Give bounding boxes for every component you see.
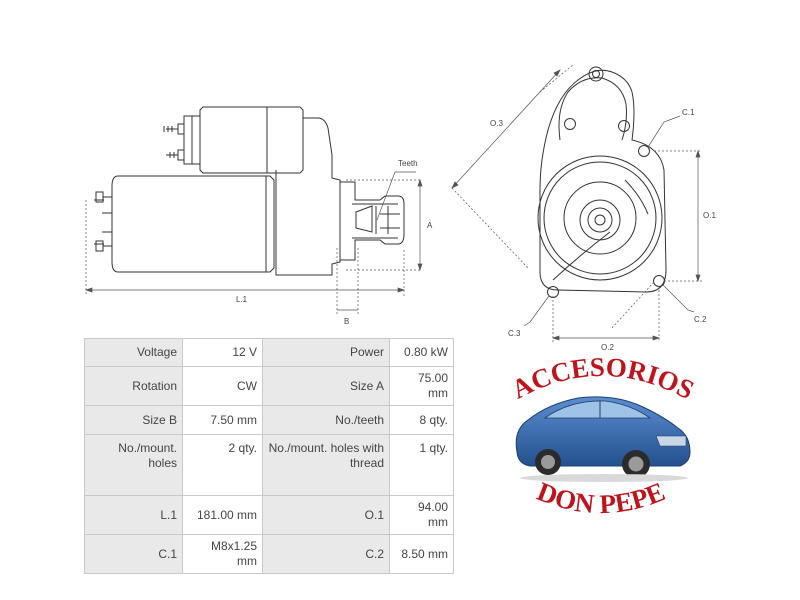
motor-body [111,175,275,273]
motor-outline [537,155,663,281]
pinion-gear [352,203,398,239]
spec-label: C.2 [262,534,390,574]
table-row: Rotation CW Size A 75.00 mm [84,366,454,406]
dim-o2-label: O.2 [601,343,614,352]
side-view [94,106,405,276]
spec-label: No./mount. holes with thread [262,434,390,496]
table-row: No./mount. holes 2 qty. No./mount. holes… [84,434,454,496]
spec-label: No./mount. holes [84,434,183,496]
front-view-dimensions [451,63,702,342]
spec-label: Power [262,338,390,367]
spec-value: 181.00 mm [182,495,263,535]
spec-value: 8 qty. [389,405,454,435]
spec-value: 94.00 mm [389,495,454,535]
table-row: C.1 M8x1.25 mm C.2 8.50 mm [84,534,454,574]
pinion-housing [340,181,405,261]
front-view [537,66,667,298]
logo: ACCESORIOS DON PEPE [507,352,699,519]
spec-value: 75.00 mm [389,366,454,406]
size-a-label: A [427,221,433,230]
spec-value: M8x1.25 mm [182,534,263,574]
mount-hole-c1 [638,145,650,157]
mount-hole-c3 [547,286,559,298]
spec-value: 7.50 mm [182,405,263,435]
spec-label: Size B [84,405,183,435]
spec-label: O.1 [262,495,390,535]
spec-value: 2 qty. [182,434,263,496]
spec-label: L.1 [84,495,183,535]
dim-c3-label: C.3 [508,329,521,338]
dim-o1-label: O.1 [703,211,716,220]
mount-hole-c2 [653,275,665,287]
solenoid-body [199,106,304,174]
table-row: Size B 7.50 mm No./teeth 8 qty. [84,405,454,435]
spec-label: Voltage [84,338,183,367]
spec-value: 8.50 mm [389,534,454,574]
spec-value: CW [182,366,263,406]
teeth-label: Teeth [398,159,418,168]
dim-c1-label: C.1 [682,108,695,117]
solenoid-cap [183,115,193,165]
drive-housing [275,117,341,276]
spec-label: No./teeth [262,405,390,435]
top-mount-hole [588,66,604,82]
length-l1-label: L.1 [236,295,248,304]
table-row: Voltage 12 V Power 0.80 kW [84,338,454,367]
spec-table: Voltage 12 V Power 0.80 kW Rotation CW S… [84,338,454,574]
size-b-label: B [344,317,349,326]
table-row: L.1 181.00 mm O.1 94.00 mm [84,495,454,535]
pinion-front [579,199,621,241]
dim-c2-label: C.2 [694,315,707,324]
dim-o3-label: O.3 [490,119,503,128]
spec-label: Size A [262,366,390,406]
spec-label: Rotation [84,366,183,406]
spec-value: 12 V [182,338,263,367]
logo-bottom-text: DON PEPE [533,476,669,519]
spec-value: 1 qty. [389,434,454,496]
spec-value: 0.80 kW [389,338,454,367]
car-illustration [515,396,691,482]
side-view-dimensions [84,171,423,314]
mounting-flange [539,69,667,293]
spec-label: C.1 [84,534,183,574]
